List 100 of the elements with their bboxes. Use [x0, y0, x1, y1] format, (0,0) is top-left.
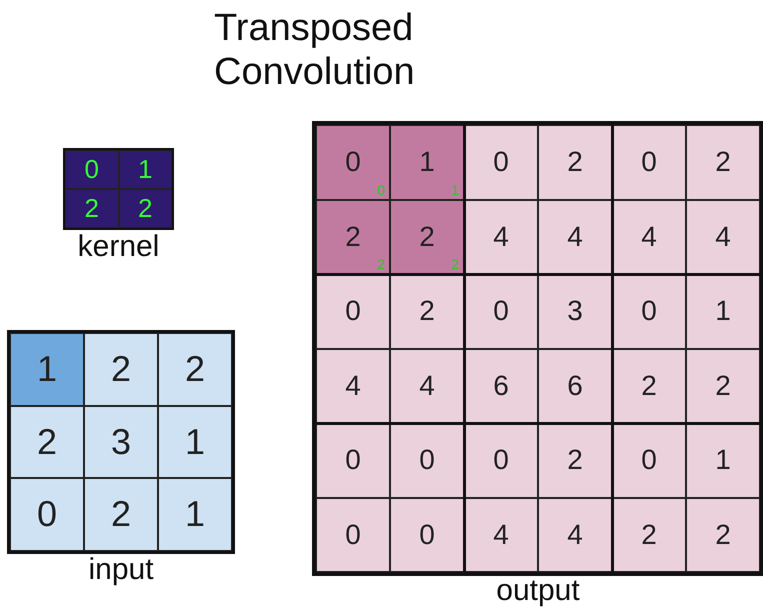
cell-value: 2	[184, 348, 206, 390]
matrix-cell	[84, 406, 158, 478]
grid-caption: input	[87, 552, 155, 586]
cell-value: 4	[419, 370, 435, 402]
cell-value: 4	[567, 518, 583, 551]
matrix-cell	[84, 333, 158, 406]
cell-value: 2	[419, 220, 435, 253]
kernel-weight: 1	[451, 182, 459, 196]
matrix-cell	[390, 200, 464, 274]
kernel-weight: 2	[451, 257, 459, 271]
cell-value: 2	[715, 370, 731, 402]
cell-value: 2	[36, 420, 58, 463]
matrix-cell	[390, 125, 464, 200]
matrix-cell	[316, 498, 390, 572]
cell-value: 2	[138, 193, 152, 224]
matrix-cell	[686, 498, 760, 572]
matrix-cell	[538, 348, 612, 423]
cell-value: 1	[715, 444, 731, 476]
matrix-cell	[118, 150, 172, 189]
matrix-cell	[158, 333, 232, 406]
cell-value: 0	[419, 444, 435, 476]
matrix-cell	[158, 478, 232, 550]
matrix-cell	[316, 423, 390, 498]
matrix-cell	[390, 348, 464, 423]
cell-value: 1	[184, 493, 206, 536]
cell-value: 0	[493, 295, 509, 328]
cell-value: 0	[419, 518, 435, 551]
matrix-cell	[464, 125, 538, 200]
cell-value: 1	[36, 348, 58, 390]
cell-value: 2	[84, 193, 99, 224]
cell-value: 2	[567, 444, 583, 476]
cell-value: 2	[419, 295, 435, 328]
matrix-cell	[686, 200, 760, 274]
cell-value: 1	[184, 420, 206, 463]
matrix-cell	[686, 423, 760, 498]
matrix-cell	[464, 423, 538, 498]
matrix-cell	[612, 498, 686, 572]
diagram-title: Transposed Convolution	[214, 6, 416, 94]
matrix-cell	[65, 189, 118, 228]
matrix-cell	[538, 200, 612, 274]
matrix-cell	[612, 200, 686, 274]
cell-value: 0	[641, 146, 657, 178]
cell-value: 4	[345, 370, 361, 402]
matrix-cell	[316, 348, 390, 423]
matrix-cell	[390, 498, 464, 572]
cell-value: 4	[715, 220, 731, 253]
matrix-cell	[538, 125, 612, 200]
cell-value: 3	[110, 420, 132, 463]
grid-caption: output	[495, 574, 581, 608]
kernel-weight: 2	[377, 257, 385, 271]
cell-value: 1	[138, 154, 152, 185]
matrix-cell	[84, 478, 158, 550]
cell-value: 0	[345, 518, 361, 551]
cell-value: 4	[567, 220, 583, 253]
cell-value: 2	[567, 146, 583, 178]
cell-value: 2	[345, 220, 361, 253]
cell-value: 1	[419, 146, 435, 178]
cell-value: 0	[345, 444, 361, 476]
cell-value: 2	[715, 518, 731, 551]
matrix-cell	[686, 125, 760, 200]
matrix-cell	[538, 274, 612, 348]
matrix-cell	[10, 333, 84, 406]
cell-value: 0	[493, 444, 509, 476]
cell-value: 0	[641, 444, 657, 476]
matrix-cell	[538, 498, 612, 572]
matrix-cell	[390, 423, 464, 498]
cell-value: 2	[641, 370, 657, 402]
cell-value: 2	[110, 493, 132, 536]
cell-value: 2	[110, 348, 132, 390]
cell-value: 6	[493, 370, 509, 402]
grid-caption: kernel	[76, 230, 160, 264]
cell-value: 0	[641, 295, 657, 328]
matrix-cell	[612, 274, 686, 348]
cell-value: 4	[641, 220, 657, 253]
matrix-cell	[612, 348, 686, 423]
matrix-cell	[316, 274, 390, 348]
matrix-cell	[10, 406, 84, 478]
matrix-cell	[464, 348, 538, 423]
matrix-cell	[464, 200, 538, 274]
cell-value: 3	[567, 295, 583, 328]
cell-value: 0	[84, 154, 99, 185]
matrix-cell	[538, 423, 612, 498]
cell-value: 2	[641, 518, 657, 551]
cell-value: 0	[345, 295, 361, 328]
matrix-cell	[686, 274, 760, 348]
kernel-weight: 0	[377, 182, 385, 196]
cell-value: 0	[493, 146, 509, 178]
matrix-cell	[390, 274, 464, 348]
matrix-cell	[316, 125, 390, 200]
matrix-cell	[10, 478, 84, 550]
matrix-cell	[686, 348, 760, 423]
cell-value: 2	[715, 146, 731, 178]
cell-value: 0	[345, 146, 361, 178]
matrix-cell	[118, 189, 172, 228]
cell-value: 0	[36, 493, 58, 536]
cell-value: 1	[715, 295, 731, 328]
cell-value: 4	[493, 220, 509, 253]
matrix-cell	[464, 274, 538, 348]
cell-value: 4	[493, 518, 509, 551]
matrix-cell	[316, 200, 390, 274]
